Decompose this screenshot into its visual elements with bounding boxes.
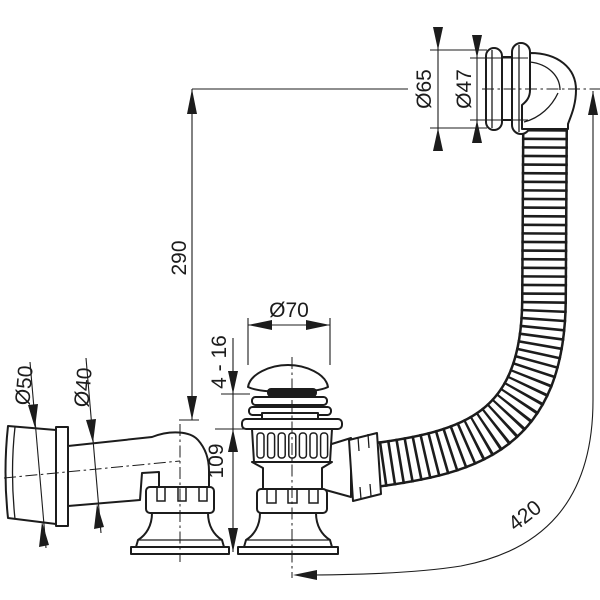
arrow-down — [228, 528, 238, 552]
overflow-elbow-inner-curve — [529, 61, 561, 91]
arrow-down — [472, 35, 482, 58]
dim-d50: Ø50 — [11, 361, 49, 549]
arrow-down — [433, 27, 443, 50]
arrow-down — [86, 419, 96, 443]
dim-d70: Ø70 — [247, 299, 331, 365]
socket-end-arc — [11, 426, 16, 520]
dim-416-109: 4 - 16 109 — [205, 335, 250, 552]
arrow-down — [28, 404, 38, 428]
hose-inner — [373, 128, 566, 486]
dim-label-290: 290 — [168, 240, 191, 275]
waste-drain — [237, 364, 343, 555]
arrow-up — [187, 89, 197, 114]
dim-label-d70: Ø70 — [269, 299, 309, 322]
arrow-up — [228, 429, 238, 452]
dim-label-4-16: 4 - 16 — [208, 335, 231, 389]
arrow-right — [306, 320, 330, 330]
hose-connection — [321, 432, 382, 502]
arrow-up — [588, 91, 598, 115]
centerlines — [3, 88, 600, 578]
outlet-locknut-slots — [156, 486, 208, 502]
drain-base-plate — [237, 546, 339, 555]
dim-label-d65: Ø65 — [413, 69, 436, 109]
dim-label-420: 420 — [504, 496, 546, 536]
dim-d65: Ø65 — [413, 27, 487, 151]
cap-plate-upper — [251, 396, 328, 406]
arrow-up — [472, 120, 482, 143]
dim-290: 290 — [168, 88, 408, 421]
socket-bead — [55, 426, 69, 527]
strainer-slots — [256, 432, 329, 459]
outlet-assembly — [4, 425, 230, 555]
dim-d47: Ø47 — [453, 35, 528, 143]
overflow-elbow — [521, 52, 577, 130]
hose-union-nut — [348, 432, 382, 502]
arrow-down — [228, 371, 238, 394]
arrow-up — [94, 504, 104, 529]
dim-label-d50: Ø50 — [11, 365, 37, 407]
pop-up-cap — [247, 364, 329, 393]
arrow-up — [433, 128, 443, 151]
overflow-elbow-joint-line — [523, 92, 559, 123]
dim-d40: Ø40 — [70, 357, 104, 534]
corrugated-hose — [372, 128, 568, 488]
outlet-pipe-centerline — [3, 460, 181, 479]
drain-trap-bell — [243, 512, 333, 548]
arrow-left — [248, 320, 272, 330]
overflow-fitting — [485, 42, 577, 135]
arrow-down — [187, 396, 197, 420]
dim-label-d47: Ø47 — [453, 69, 476, 109]
dim-label-d40: Ø40 — [70, 367, 96, 409]
arrow-up — [39, 522, 49, 547]
nut-castellations — [357, 433, 372, 500]
cap-gasket — [267, 388, 317, 397]
dim-label-109: 109 — [205, 443, 228, 478]
arrow-left — [293, 570, 317, 580]
